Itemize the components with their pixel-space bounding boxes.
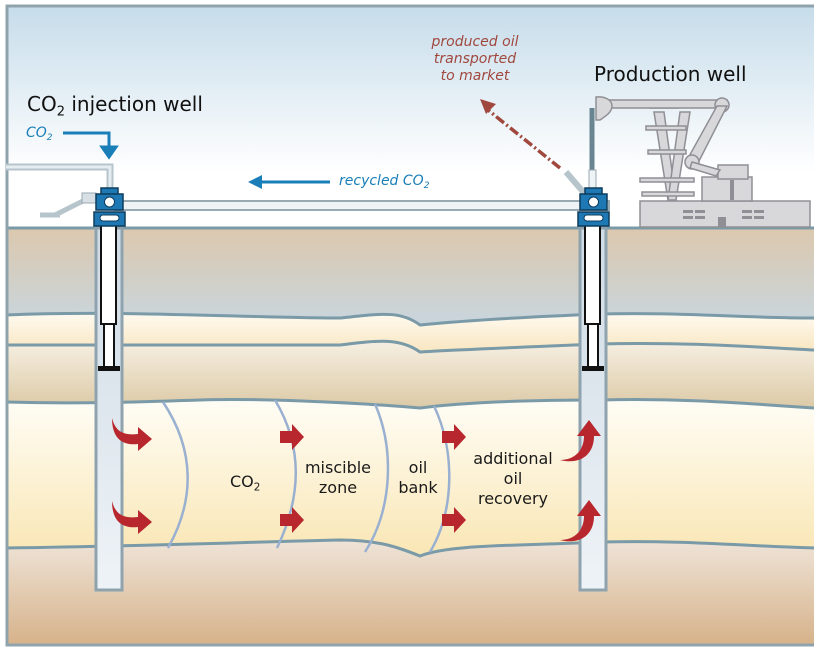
recycled-co2-label: recycled CO2 [339,173,430,192]
subscript: 2 [56,104,65,120]
label-line: recovery [477,489,548,508]
label-part: recycled CO [339,173,424,189]
arrow-up-left-icon [480,99,562,170]
zone-recovery-label: additional oil recovery [460,449,566,509]
injection-well [93,187,126,592]
label-part: CO [26,125,47,141]
co2-input-label: CO2 [26,125,53,144]
zone-oil-bank-label: oil bank [388,458,448,498]
reservoir-layer [6,399,814,556]
produced-oil-label: produced oil transported to market [416,34,534,85]
layer-boundaries [5,226,814,558]
zone-co2-label: CO2 [230,472,261,494]
curved-arrow-icon [112,418,152,451]
shale-layer [6,341,814,408]
label-line: to market [440,68,510,84]
curved-arrow-icon [560,500,601,542]
subscript: 2 [46,133,53,144]
zone-miscible-label: miscible zone [300,458,376,498]
wellhead [93,187,126,227]
subscript: 2 [253,481,261,494]
straight-arrow-icon [442,507,466,533]
label-line: miscible [304,458,372,477]
straight-arrow-icon [280,507,304,533]
injection-well-label: CO2 injection well [27,92,203,119]
label-line: transported [433,51,517,67]
label-part: CO [230,472,254,491]
subscript: 2 [423,181,430,192]
plant-windows [683,180,764,227]
wellhead [577,187,610,227]
straight-arrow-icon [280,424,304,450]
label-line: bank [398,478,438,497]
arrow-left-icon [248,175,330,189]
frame [5,4,814,647]
label-line: oil [503,469,523,488]
arrow-down-icon [63,131,119,160]
straight-arrow-icon [442,424,466,450]
label-line: produced oil [431,34,519,50]
oil-flow-arrows [112,418,601,542]
label-line: additional [473,449,553,468]
curved-arrow-icon [112,501,152,534]
label-part: injection well [65,92,203,116]
label-line: zone [318,478,358,497]
production-well [563,108,610,592]
label-line: oil [408,458,428,477]
production-well-label: Production well [594,62,747,86]
label-part: CO [27,92,57,116]
deep-layer [6,540,814,645]
flood-fronts [161,399,451,553]
topsoil-layer [6,228,814,328]
curved-arrow-icon [560,420,601,462]
